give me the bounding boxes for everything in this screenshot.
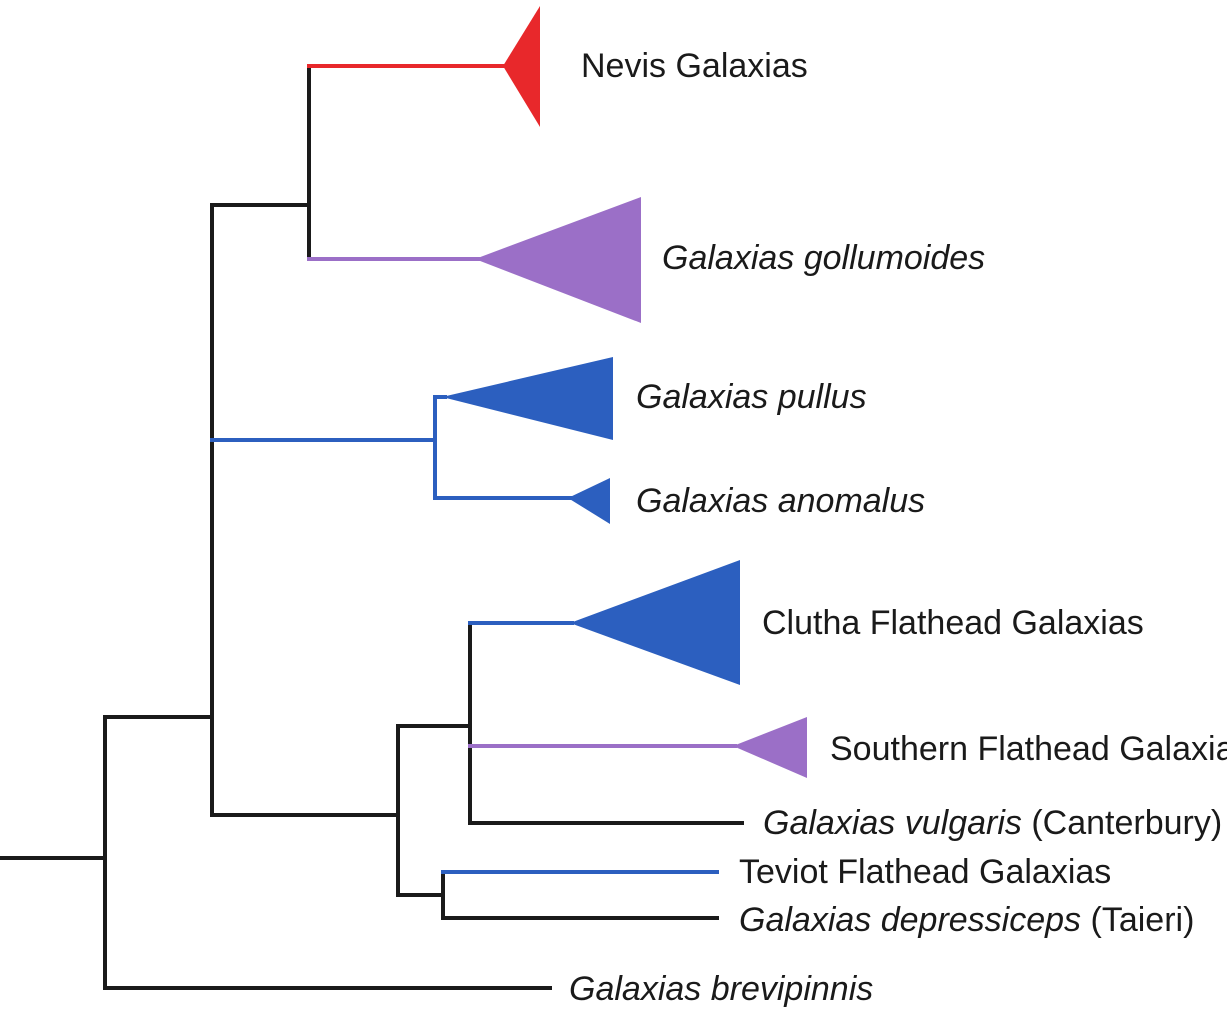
taxon-name-vulgaris: Galaxias vulgaris [763, 804, 1022, 842]
clade-triangle-gollumoides [475, 197, 641, 323]
taxon-label-brevipinnis: Galaxias brevipinnis [569, 970, 873, 1008]
taxon-label-clutha: Clutha Flathead Galaxias [762, 604, 1144, 642]
taxon-label-vulgaris: Galaxias vulgaris (Canterbury) [763, 804, 1222, 842]
taxon-label-gollumoides: Galaxias gollumoides [662, 239, 985, 277]
clade-triangle-nevis [503, 6, 540, 127]
taxon-locality-vulgaris: (Canterbury) [1022, 804, 1222, 842]
taxon-name-depressiceps: Galaxias depressiceps [739, 901, 1081, 939]
taxon-label-nevis: Nevis Galaxias [581, 47, 808, 85]
taxon-label-depressiceps: Galaxias depressiceps (Taieri) [739, 901, 1194, 939]
taxon-label-anomalus: Galaxias anomalus [636, 482, 925, 520]
clade-triangle-clutha [570, 560, 740, 685]
taxon-locality-depressiceps: (Taieri) [1081, 901, 1194, 939]
taxon-label-teviot: Teviot Flathead Galaxias [739, 853, 1111, 891]
taxon-label-southern: Southern Flathead Galaxias [830, 730, 1227, 768]
clade-triangle-southern [733, 717, 807, 778]
clade-triangle-anomalus [568, 478, 610, 524]
clade-triangle-pullus [442, 357, 613, 440]
taxon-label-pullus: Galaxias pullus [636, 378, 867, 416]
